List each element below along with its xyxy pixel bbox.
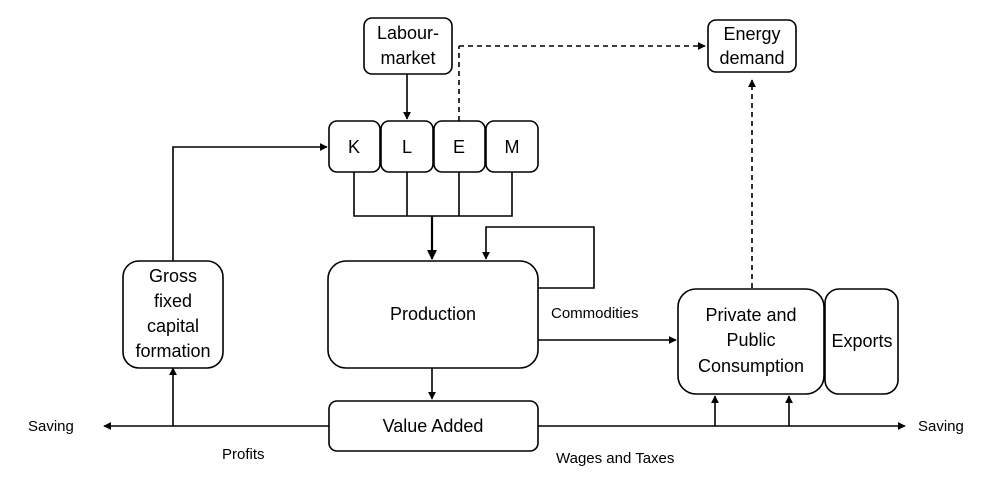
gfcf-line2: fixed [154,291,192,311]
exports-label: Exports [831,331,892,351]
node-exports: Exports [824,288,899,395]
node-production: Production [327,260,539,369]
saving-right-label: Saving [918,418,964,435]
energy-demand-line2: demand [719,48,784,68]
edge-klem-merge [353,172,513,217]
commodities-label: Commodities [551,305,639,322]
wages-and-taxes-label: Wages and Taxes [556,450,674,467]
gfcf-line4: formation [135,341,210,361]
profits-label: Profits [222,446,265,463]
node-gross-fixed-capital-formation: Gross fixed capital formation [122,260,224,369]
node-energy-demand: Energy demand [707,19,797,73]
e-label: E [453,137,465,157]
consumption-line1: Private and [705,305,796,325]
m-label: M [505,137,520,157]
consumption-line3: Consumption [698,356,804,376]
edge-production-loop [482,226,595,289]
consumption-line2: Public [726,330,775,350]
node-l: L [380,120,434,173]
energy-demand-line1: Energy [723,24,780,44]
gfcf-line3: capital [147,316,199,336]
node-value-added: Value Added [328,400,539,452]
node-e: E [433,120,486,173]
node-m: M [485,120,539,173]
k-label: K [348,137,360,157]
labour-market-line1: Labour- [377,23,439,43]
node-labour-market: Labour- market [363,17,453,75]
value-added-label: Value Added [383,416,484,436]
l-label: L [402,137,412,157]
node-k: K [328,120,381,173]
saving-left-label: Saving [28,418,74,435]
edge-gfcf-to-k [172,143,328,261]
labour-market-line2: market [380,48,435,68]
gfcf-line1: Gross [149,266,197,286]
node-private-public-consumption: Private and Public Consumption [677,288,825,395]
production-label: Production [390,304,476,324]
